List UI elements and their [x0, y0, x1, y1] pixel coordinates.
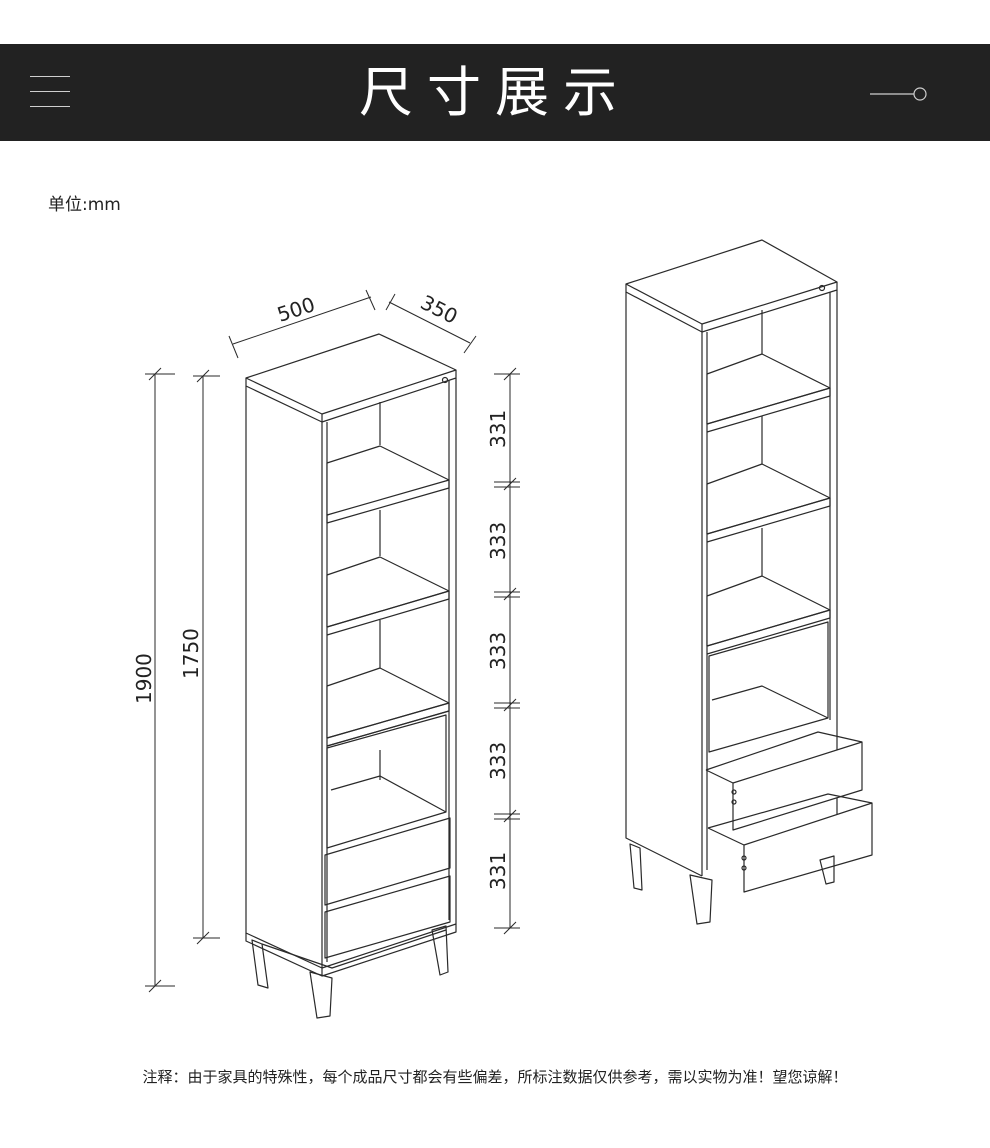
section-label: 333: [486, 742, 510, 780]
section-label: 331: [486, 852, 510, 890]
width-label: 500: [274, 292, 318, 327]
page-title: 尺寸展示: [359, 61, 631, 124]
total-height-label: 1900: [132, 653, 156, 704]
left-cabinet-outline: [245, 333, 457, 1019]
line-circle-icon[interactable]: [870, 84, 930, 104]
header-banner: 尺寸展示: [0, 44, 990, 141]
depth-label: 350: [417, 290, 462, 329]
disclaimer-note: 注释：由于家具的特殊性，每个成品尺寸都会有些偏差，所标注数据仅供参考，需以实物为…: [142, 1068, 848, 1086]
unit-label: 单位:mm: [48, 195, 121, 215]
body-height-label: 1750: [179, 628, 203, 679]
section-label: 333: [486, 522, 510, 560]
menu-icon[interactable]: [30, 76, 70, 108]
right-cabinet-outline: [625, 239, 873, 925]
section-label: 333: [486, 632, 510, 670]
section-label: 331: [486, 410, 510, 448]
